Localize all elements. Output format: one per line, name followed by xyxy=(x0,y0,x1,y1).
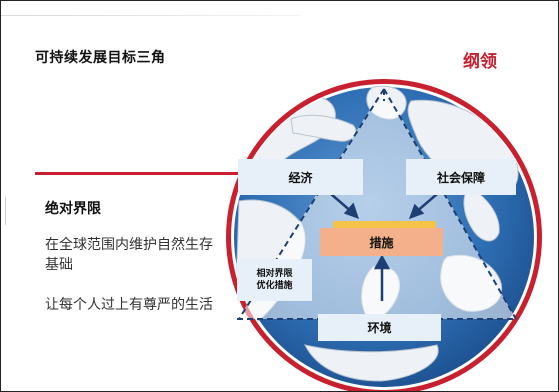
paragraph-1: 在全球范围内维护自然生存基础 xyxy=(45,237,213,273)
left-edge-mark xyxy=(5,197,6,225)
slide-title: 可持续发展目标三角 xyxy=(35,50,166,66)
relative-limits-label: 相对界限 优化措施 xyxy=(237,259,312,301)
social-security-label: 社会保障 xyxy=(406,159,516,195)
paragraph-2: 让每个人过上有尊严的生活 xyxy=(45,297,213,313)
relative-limits-line2: 优化措施 xyxy=(256,281,293,291)
red-divider xyxy=(35,172,255,175)
section-title: 绝对界限 xyxy=(45,201,101,217)
boundary-bar xyxy=(333,221,436,229)
environment-label: 环境 xyxy=(318,314,441,341)
measures-label: 措施 xyxy=(320,228,443,256)
arrows xyxy=(330,193,438,301)
relative-limits-line1: 相对界限 xyxy=(256,269,293,279)
slide-tag: 纲领 xyxy=(463,52,497,72)
economy-label: 经济 xyxy=(238,159,363,195)
top-divider xyxy=(1,15,301,16)
